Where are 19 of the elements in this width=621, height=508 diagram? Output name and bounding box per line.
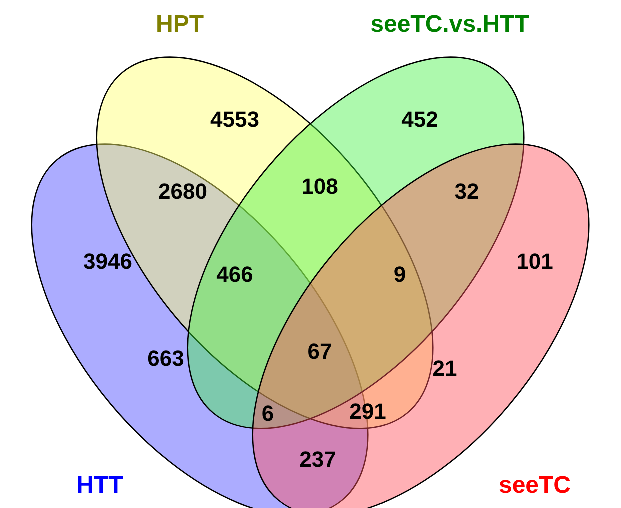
set-label: seeTC.vs.HTT bbox=[370, 11, 530, 38]
region-count: 67 bbox=[308, 339, 332, 364]
region-count: 6 bbox=[262, 401, 274, 426]
set-label: seeTC bbox=[498, 472, 572, 499]
set-label: HTT bbox=[76, 472, 124, 499]
region-count: 9 bbox=[394, 262, 406, 287]
region-count: 452 bbox=[402, 107, 438, 132]
region-count: 32 bbox=[454, 179, 480, 204]
region-count: 2680 bbox=[158, 179, 208, 204]
set-label: HPT bbox=[156, 11, 204, 38]
region-count: 108 bbox=[302, 174, 338, 199]
region-count: 3946 bbox=[84, 249, 132, 274]
region-count: 466 bbox=[216, 262, 254, 287]
region-count: 291 bbox=[350, 399, 386, 424]
region-count: 663 bbox=[148, 346, 184, 371]
region-count: 21 bbox=[432, 356, 458, 381]
region-count: 101 bbox=[516, 249, 554, 274]
region-count: 4553 bbox=[210, 107, 260, 132]
region-count: 237 bbox=[300, 447, 336, 472]
